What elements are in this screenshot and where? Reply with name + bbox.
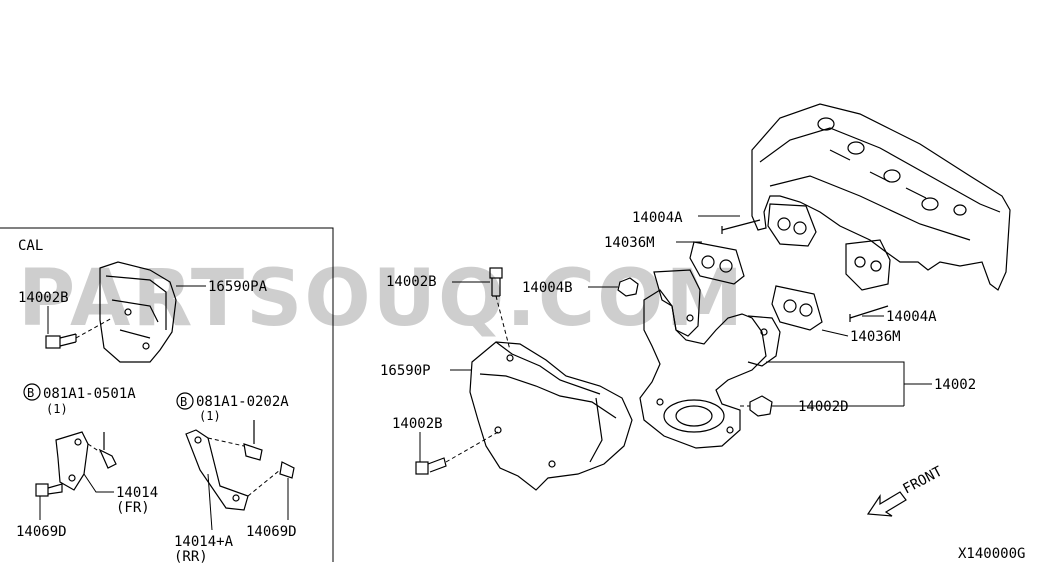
label-14004B: 14004B	[522, 280, 573, 296]
label-14036M-top: 14036M	[604, 235, 655, 251]
leader-14002-a	[766, 361, 905, 406]
label-bolt-b-qty: (1)	[199, 409, 221, 423]
stud-14004A-top	[721, 219, 761, 234]
label-bolt-a: 081A1-0501A	[43, 386, 136, 402]
label-14002B-top: 14002B	[386, 274, 437, 290]
inset-title: CAL	[18, 238, 43, 254]
figure-code: X140000G	[958, 546, 1025, 562]
front-arrow-icon	[866, 491, 907, 517]
label-14036M-right: 14036M	[850, 329, 901, 345]
inset-frame	[0, 227, 334, 562]
svg-text:B: B	[180, 395, 187, 409]
label-14069D-right: 14069D	[246, 524, 297, 540]
label-bracket-fr: 14014	[116, 485, 158, 501]
label-14004A-right: 14004A	[886, 309, 937, 325]
bolt-14002B-bottom	[415, 457, 447, 475]
engine-cylinder-head	[751, 103, 1011, 291]
leader-14014A	[207, 473, 213, 531]
label-16590P: 16590P	[380, 363, 431, 379]
bracket-rr	[185, 420, 295, 511]
label-bracket-rr: 14014+A	[174, 534, 234, 550]
stud-14004A-right	[849, 305, 889, 322]
svg-text:B: B	[27, 386, 34, 400]
gasket-14036M-right	[771, 285, 823, 331]
bracket-fr	[35, 431, 117, 497]
leader-14014	[83, 473, 114, 493]
label-16590PA: 16590PA	[208, 279, 268, 295]
bolt-14002D	[749, 395, 773, 417]
label-14004A-top: 14004A	[632, 210, 683, 226]
label-bracket-fr-pos: (FR)	[116, 500, 150, 516]
label-14002: 14002	[934, 377, 976, 393]
bolt-a-callout: B 081A1-0501A (1)	[23, 383, 136, 416]
label-bolt-a-qty: (1)	[46, 402, 68, 416]
watermark: PARTSOUQ.COM	[18, 254, 745, 344]
gasket-14036M-right-head	[845, 239, 891, 291]
label-front: FRONT	[900, 463, 945, 497]
label-bolt-b: 081A1-0202A	[196, 394, 289, 410]
label-14069D-left: 14069D	[16, 524, 67, 540]
label-14002D: 14002D	[798, 399, 849, 415]
gasket-14036M-top	[689, 241, 745, 285]
nut-14004B	[617, 277, 639, 297]
inset-heat-shield	[99, 261, 177, 363]
bolt-14002B-top	[489, 267, 503, 297]
leader-14036M-right	[821, 329, 849, 337]
label-14002B-bottom: 14002B	[392, 416, 443, 432]
label-bracket-rr-pos: (RR)	[174, 549, 208, 565]
gasket-on-head-top	[767, 203, 817, 247]
bolt-b-callout: B 081A1-0202A (1)	[176, 392, 289, 423]
label-inset-14002B: 14002B	[18, 290, 69, 306]
exhaust-manifold-14002	[639, 269, 781, 449]
heat-cover-16590P	[469, 341, 633, 491]
